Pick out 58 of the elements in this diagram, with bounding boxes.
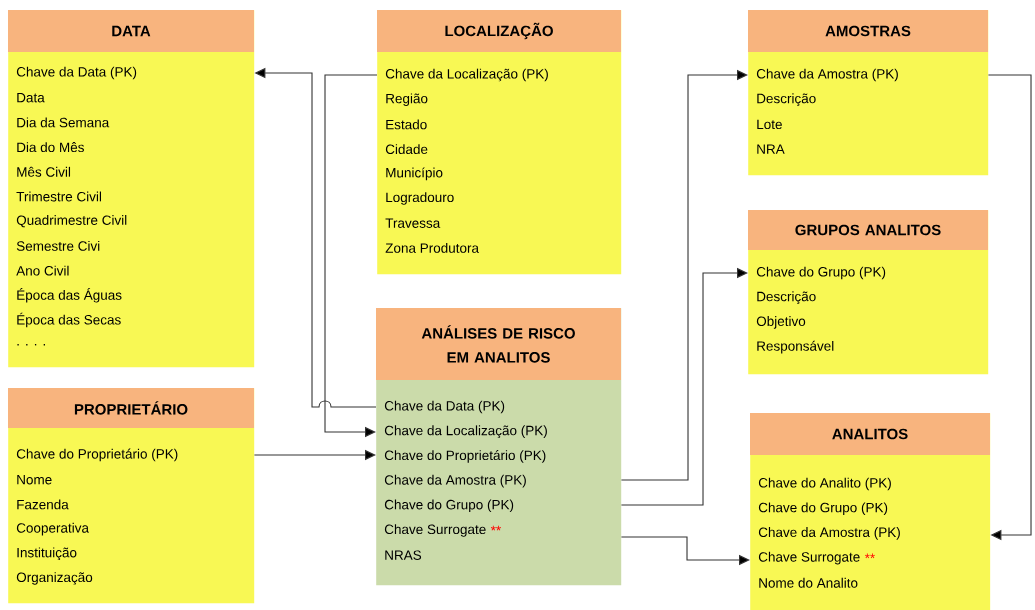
attribute-text: Logradouro <box>386 192 454 205</box>
attribute-text: Dia da Semana <box>17 117 110 128</box>
attribute-text: Zona Produtora <box>385 242 479 253</box>
attribute-text: Época das Águas <box>17 288 122 303</box>
attribute-text: Chave do Analito (PK) <box>758 477 891 491</box>
attribute-text: Chave da Amostra (PK) <box>756 68 898 82</box>
attribute-text: Chave da Data (PK) <box>16 66 137 80</box>
table-header: GRUPOS ANALITOS <box>748 210 988 250</box>
attribute-text: Chave da Localização (PK) <box>384 425 547 438</box>
attribute-text: Município <box>386 167 443 181</box>
attribute-text: NRAS <box>385 550 422 560</box>
attribute-text: Data <box>17 93 45 103</box>
attribute-text: Chave Surrogate <box>384 524 486 537</box>
asterisk-mark: ** <box>864 553 875 559</box>
attribute-text: Estado <box>386 119 427 130</box>
attribute-text: Chave do Proprietário (PK) <box>384 450 546 463</box>
attribute-text: Dia do Mês <box>17 142 84 153</box>
attribute-text: Chave da Data (PK) <box>384 400 505 414</box>
table-header: AMOSTRAS <box>748 10 988 52</box>
attribute-text: Descrição <box>757 291 816 304</box>
attribute-text: . . . . <box>17 344 45 346</box>
attribute-text: Ano Civil <box>16 265 69 276</box>
attribute-text: Época das Secas <box>17 312 121 328</box>
attribute-text: Nome <box>17 475 52 485</box>
attribute-text: Responsável <box>757 340 834 354</box>
connector-arrow <box>620 267 748 506</box>
attribute-text: Cooperativa <box>16 522 89 536</box>
attribute-text: Nome do Analito <box>759 577 858 588</box>
attribute-text: Chave da Amostra (PK) <box>758 527 900 540</box>
attribute-text: Chave do Proprietário (PK) <box>16 448 178 462</box>
attribute-text: Chave Surrogate <box>758 551 860 565</box>
attribute-text: Travessa <box>385 218 441 228</box>
attribute-text: Descrição <box>757 93 816 106</box>
table-header: ANALITOS <box>750 413 990 455</box>
attribute-text: Semestre Civi <box>16 240 100 251</box>
attribute-text: Objetivo <box>756 316 806 329</box>
attribute-text: Chave do Grupo (PK) <box>756 266 886 280</box>
connector-arrow <box>620 69 748 481</box>
table-header: PROPRIETÁRIO <box>8 388 254 428</box>
attribute-text: Fazenda <box>17 499 69 510</box>
table-header: DATA <box>8 10 254 52</box>
attribute-text: Região <box>386 93 428 106</box>
asterisk-mark: ** <box>490 525 501 531</box>
attribute-text: Chave do Grupo (PK) <box>758 502 888 515</box>
attribute-text: Instituição <box>17 547 77 561</box>
attribute-text: NRA <box>757 144 785 154</box>
table-header: LOCALIZAÇÃO <box>377 10 621 52</box>
connector-arrow <box>987 74 1032 541</box>
table-header: ANÁLISES DE RISCO EM ANALITOS <box>376 308 621 380</box>
attribute-text: Lote <box>757 119 782 130</box>
attribute-text: Chave da Localização (PK) <box>385 68 548 82</box>
attribute-text: Trimestre Civil <box>16 191 102 202</box>
attribute-text: Cidade <box>385 144 428 155</box>
attribute-text: Organização <box>16 572 93 585</box>
attribute-text: Chave da Amostra (PK) <box>384 474 526 488</box>
attribute-text: Quadrimestre Civil <box>16 215 127 228</box>
attribute-text: Chave do Grupo (PK) <box>384 499 514 513</box>
attribute-text: Mês Civil <box>17 166 71 177</box>
